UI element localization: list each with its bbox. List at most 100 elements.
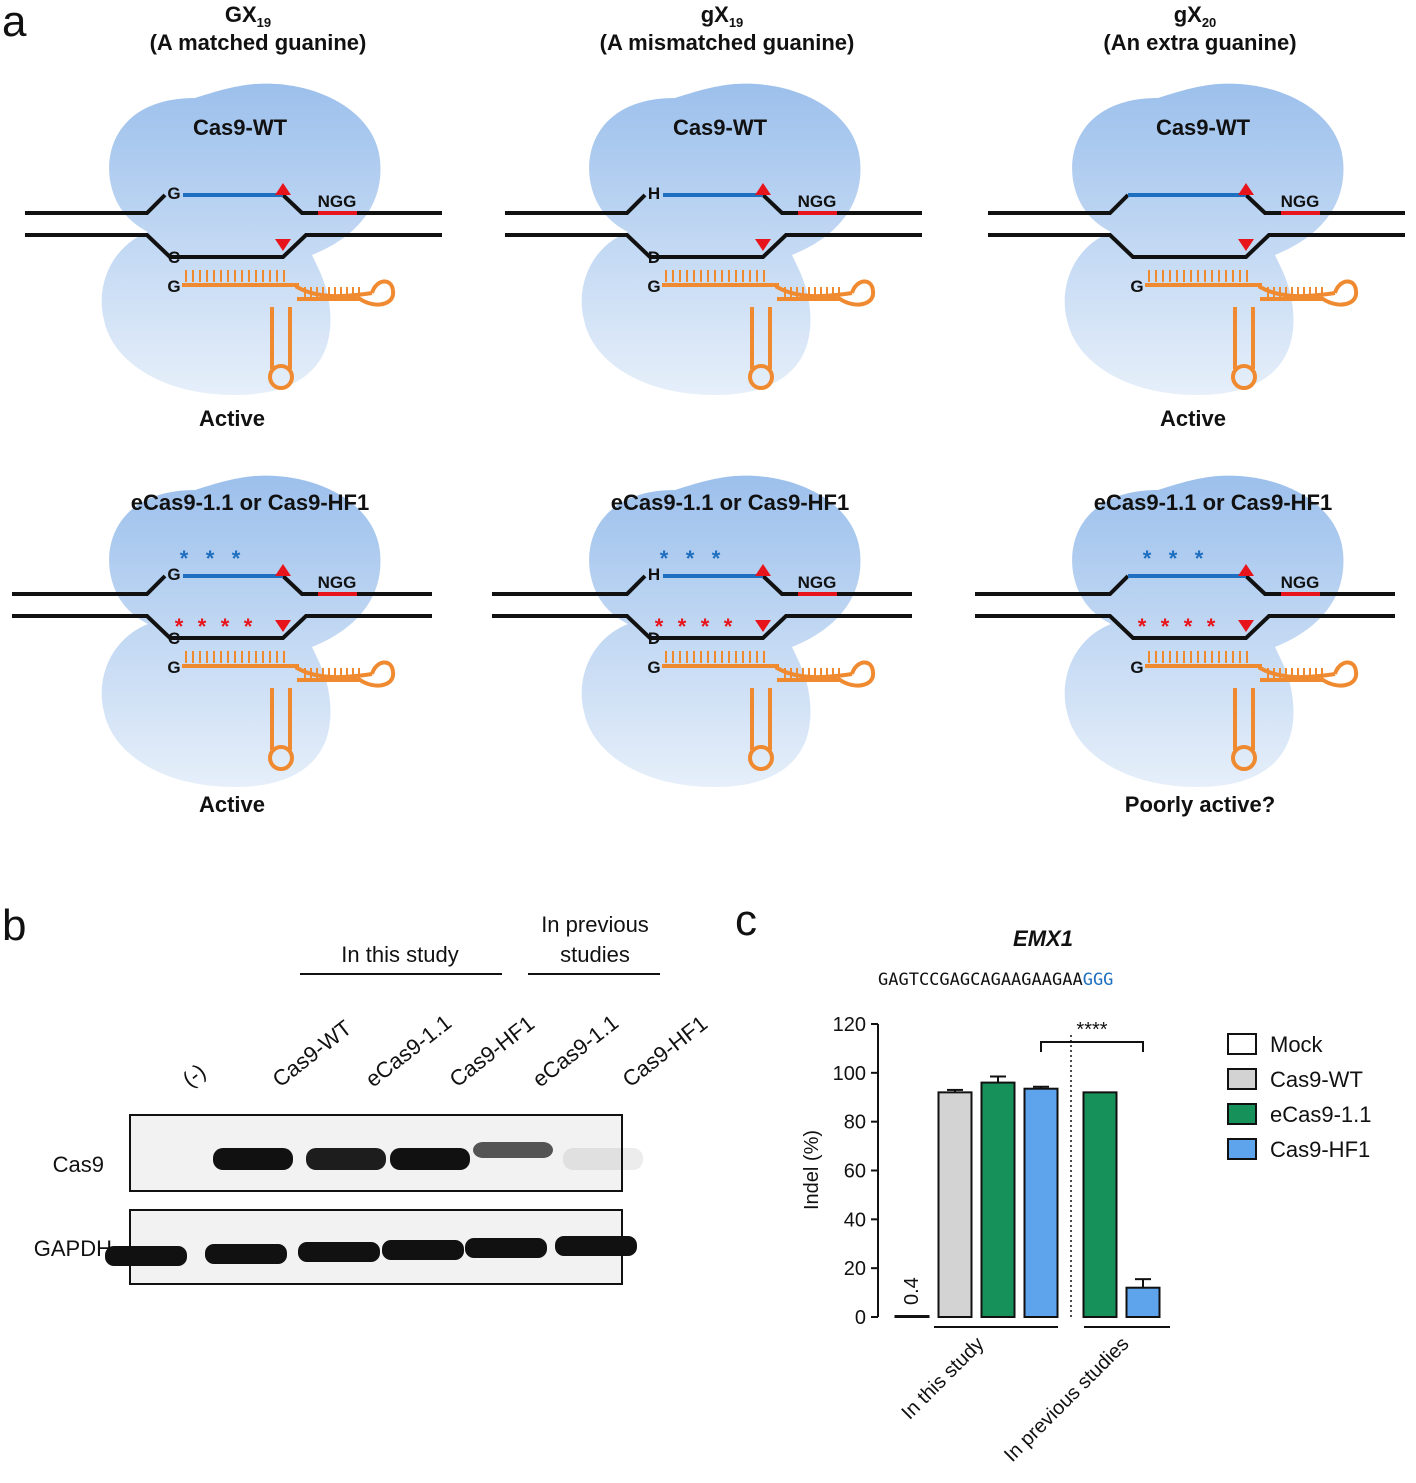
gapdh-band-lane-1 [105, 1246, 187, 1266]
dna-top-left [12, 574, 167, 596]
cas9-protein-shape [1064, 475, 1344, 787]
mutation-asterisk: * [1138, 614, 1147, 639]
cut-site-top [275, 564, 291, 576]
sgrna-stem [270, 688, 292, 750]
cut-site-bottom [1238, 620, 1254, 632]
header-sub: 20 [1202, 15, 1216, 30]
cas9-protein-shape [581, 475, 861, 787]
mutation-asterisk: * [655, 614, 664, 639]
sgrna-hairpin [777, 660, 876, 688]
panel-label-a: a [2, 0, 27, 46]
cut-site-top [275, 183, 291, 195]
pam-label: NGG [1281, 192, 1320, 211]
blot-bands [105, 1142, 643, 1266]
gapdh-band-lane-3 [298, 1242, 380, 1262]
mutation-asterisk: * [1195, 546, 1204, 571]
bottom-nucleotide: C [168, 248, 180, 267]
sgrna-loop [268, 364, 294, 390]
mutation-asterisk: * [701, 614, 710, 639]
legend-swatch-3 [1227, 1103, 1257, 1125]
cut-site-bottom [1238, 239, 1254, 251]
column-header-3: gX20 (An extra guanine) [1103, 2, 1296, 55]
y-axis-label: Indel (%) [801, 1130, 823, 1210]
cut-site-bottom [275, 620, 291, 632]
bottom-nucleotide: D [648, 248, 660, 267]
cas9-protein-shape [1064, 83, 1344, 395]
cut-site-top [755, 183, 771, 195]
lane-label-2: Cas9-WT [268, 1015, 357, 1092]
bar-3 [980, 1081, 1016, 1318]
dna-top-right [281, 574, 432, 596]
sgrna-hairpin [1260, 279, 1359, 307]
cas9-protein-shape [101, 475, 381, 787]
pam-label: NGG [318, 192, 357, 211]
cut-site-bottom [755, 239, 771, 251]
mutation-asterisk: * [1184, 614, 1193, 639]
gene-name: EMX1 [1013, 926, 1073, 951]
dna-bottom-strand [25, 233, 442, 259]
activity-result: Active [199, 406, 265, 431]
legend-label-1: Mock [1270, 1032, 1324, 1057]
activity-result: Active [199, 792, 265, 817]
enzyme-label: Cas9-WT [193, 115, 288, 140]
gapdh-band-lane-5 [465, 1238, 547, 1258]
sgrna-hairpin [777, 279, 876, 307]
sequence-pam: GGG [1083, 970, 1114, 990]
pam-label: NGG [798, 192, 837, 211]
schematic-col2-hf: eCas9-1.1 or Cas9-HF1NGGHDG*******Poorly… [492, 475, 1275, 817]
dna-bottom-strand [505, 233, 922, 259]
bar-1 [894, 1315, 930, 1318]
mutation-asterisk: * [1161, 614, 1170, 639]
lane-label-1: (-) [178, 1059, 211, 1092]
cas9-protein-shape [581, 83, 861, 395]
dna-top-right [1244, 574, 1395, 596]
y-tick-label: 120 [833, 1014, 866, 1036]
significance-bracket [1040, 1041, 1144, 1052]
dna-top-right [281, 193, 442, 215]
bar-2 [937, 1091, 973, 1319]
significance-label: **** [1076, 1019, 1107, 1041]
sgrna-loop [748, 745, 774, 771]
pam-label: NGG [318, 573, 357, 592]
legend-label-2: Cas9-WT [1270, 1067, 1363, 1092]
mutation-asterisk: * [660, 546, 669, 571]
group-label-previous-studies: In previous studies [1000, 1333, 1133, 1466]
header-sub: 19 [729, 15, 743, 30]
sgrna-stem [1233, 688, 1255, 750]
bar-value-label: 0.4 [901, 1277, 923, 1305]
guide-nucleotide: G [647, 658, 660, 677]
column-header-1: GX19 (A matched guanine) [150, 2, 367, 55]
header-sub: 19 [257, 15, 271, 30]
svg-text:gX19: gX19 [701, 2, 744, 30]
lane-label-5: eCas9-1.1 [528, 1010, 623, 1092]
dna-top-left [492, 574, 647, 596]
pam-label: NGG [798, 573, 837, 592]
mutation-asterisk: * [180, 546, 189, 571]
sgrna-loop [1231, 364, 1257, 390]
lane-label-3: eCas9-1.1 [361, 1010, 456, 1092]
top-nucleotide: G [167, 565, 180, 584]
dna-top-left [988, 193, 1130, 215]
cut-site-top [755, 564, 771, 576]
group-label-previous-line2: studies [560, 942, 630, 967]
panel-label-b: b [2, 901, 26, 950]
cut-site-top [1238, 564, 1254, 576]
mutation-asterisk: * [221, 614, 230, 639]
bar-4 [1023, 1087, 1059, 1319]
sgrna-stem [270, 307, 292, 369]
svg-text:gX20: gX20 [1174, 2, 1217, 30]
lane-label-6: Cas9-HF1 [618, 1011, 712, 1092]
activity-result: Active [1160, 406, 1226, 431]
enzyme-label: Cas9-WT [673, 115, 768, 140]
legend-label-3: eCas9-1.1 [1270, 1102, 1372, 1127]
dna-top-right [761, 574, 912, 596]
bar-6 [1125, 1286, 1161, 1318]
cas9-protein-shape [101, 83, 381, 395]
dna-top-left [975, 574, 1130, 596]
top-nucleotide: G [167, 184, 180, 203]
